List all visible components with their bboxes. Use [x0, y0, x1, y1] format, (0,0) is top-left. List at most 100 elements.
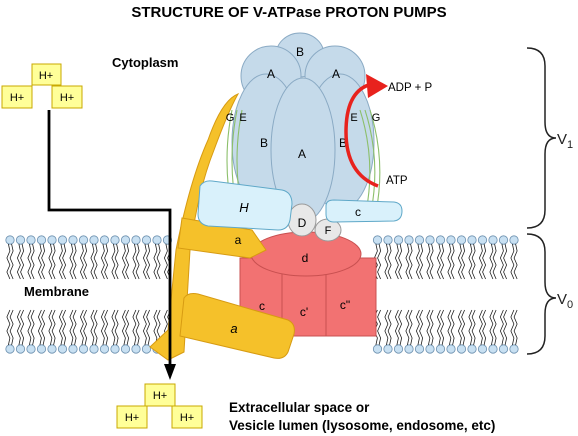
- lipid-head: [78, 235, 89, 245]
- lipid-head: [141, 235, 152, 245]
- lipid-head: [372, 344, 383, 354]
- lipid-tail: [513, 309, 518, 346]
- lipid-tail: [20, 243, 25, 280]
- lipid-tail: [461, 309, 466, 346]
- lipid-head: [467, 344, 477, 354]
- lipid-tail: [482, 309, 487, 346]
- lipid-head: [488, 344, 498, 354]
- extracellular-label-line1: Extracellular space or: [229, 400, 370, 415]
- subunit-a-left-label: A: [267, 67, 275, 81]
- lipid-head: [36, 235, 47, 245]
- proton-label: H+: [60, 92, 74, 104]
- lipid-head: [47, 235, 57, 245]
- proton-path-line: [47, 110, 172, 368]
- lipid-head: [120, 235, 131, 245]
- lipid-tail: [27, 243, 32, 280]
- lipid-tail: [405, 309, 410, 346]
- lipid-tail: [83, 243, 88, 280]
- lipid-head: [498, 344, 509, 354]
- lipid-tail: [121, 243, 126, 280]
- lipid-head: [26, 235, 36, 245]
- lipid-tail: [398, 243, 403, 280]
- lipid-tail: [100, 243, 105, 280]
- lipid-tail: [457, 309, 462, 346]
- lipid-tail: [48, 243, 53, 280]
- lipid-head: [435, 235, 446, 245]
- lipid-head: [152, 235, 162, 245]
- lipid-tail: [6, 309, 11, 346]
- subunit-b-top-label: B: [296, 45, 304, 59]
- lipid-tail: [37, 309, 42, 346]
- lipid-tail: [104, 309, 109, 346]
- lipid-tail: [163, 243, 168, 280]
- lipid-tail: [398, 309, 403, 346]
- lipid-tail: [384, 243, 389, 280]
- lipid-tail: [394, 309, 399, 346]
- proton-label: H+: [10, 92, 24, 104]
- lipid-tail: [450, 243, 455, 280]
- lipid-tail: [436, 309, 441, 346]
- lipid-tail: [503, 309, 508, 346]
- lipid-tail: [58, 309, 63, 346]
- lipid-tail: [461, 243, 466, 280]
- lipid-tail: [510, 309, 515, 346]
- lipid-tail: [125, 309, 130, 346]
- lipid-head: [414, 235, 425, 245]
- lipid-head: [425, 344, 435, 354]
- lipid-tail: [9, 309, 14, 346]
- lipid-tail: [114, 243, 119, 280]
- subunit-c-small-label: c: [355, 205, 361, 219]
- proton-box: [31, 63, 62, 86]
- lipid-tail: [153, 309, 158, 346]
- proton-box: [1, 85, 33, 109]
- proton-box: [51, 85, 83, 109]
- diagram-title: STRUCTURE OF V-ATPase PROTON PUMPS: [131, 4, 446, 21]
- lipid-tail: [499, 309, 504, 346]
- membrane-label: Membrane: [24, 284, 89, 299]
- lipid-head: [78, 344, 89, 354]
- subunit-d: d: [250, 231, 362, 277]
- lipid-tail: [41, 309, 46, 346]
- subunit-e-left-label: E: [239, 112, 246, 124]
- lipid-tail: [447, 309, 452, 346]
- lipid-head: [383, 235, 393, 245]
- subunit-e-right-label: E: [350, 112, 357, 124]
- subunit-c-ring-2-label: c': [300, 305, 308, 319]
- lipid-head: [456, 235, 467, 245]
- lipid-head: [372, 235, 383, 245]
- lipid-tail: [125, 243, 130, 280]
- subunit-a-upper-label: a: [235, 233, 242, 247]
- subunit-a-right-label: A: [332, 67, 340, 81]
- lipid-tail: [72, 243, 77, 280]
- subunit-a-lower-label: a: [230, 321, 237, 336]
- lipid-tail: [142, 243, 147, 280]
- lipid-tail: [100, 309, 105, 346]
- lipid-tail: [408, 309, 413, 346]
- proton-group-bottom: H+ H+ H+: [116, 383, 203, 429]
- proton-label: H+: [180, 412, 194, 424]
- subunit-d-central-label: D: [298, 216, 307, 230]
- cytoplasm-label: Cytoplasm: [112, 55, 178, 70]
- lipid-tail: [440, 243, 445, 280]
- lipid-tail: [499, 243, 504, 280]
- lipid-tail: [408, 243, 413, 280]
- lipid-tail: [440, 309, 445, 346]
- lipid-tail: [27, 309, 32, 346]
- subunit-g-left-label: G: [226, 112, 235, 124]
- subunit-c-ring-3-label: c": [340, 298, 350, 312]
- proton-box: [171, 405, 203, 429]
- lipid-tail: [135, 309, 140, 346]
- lipid-tail: [510, 243, 515, 280]
- proton-box: [116, 405, 148, 429]
- lipid-tail: [377, 309, 382, 346]
- lipid-head: [393, 344, 404, 354]
- lipid-head: [36, 344, 47, 354]
- lipid-tail: [132, 243, 137, 280]
- proton-box: [144, 383, 176, 407]
- lipid-tail: [426, 243, 431, 280]
- lipid-head: [425, 235, 435, 245]
- proton-path-arrowhead-icon: [164, 364, 176, 380]
- subunit-b-right-label: B: [339, 136, 347, 150]
- lipid-head: [509, 235, 519, 245]
- lipid-head: [120, 344, 131, 354]
